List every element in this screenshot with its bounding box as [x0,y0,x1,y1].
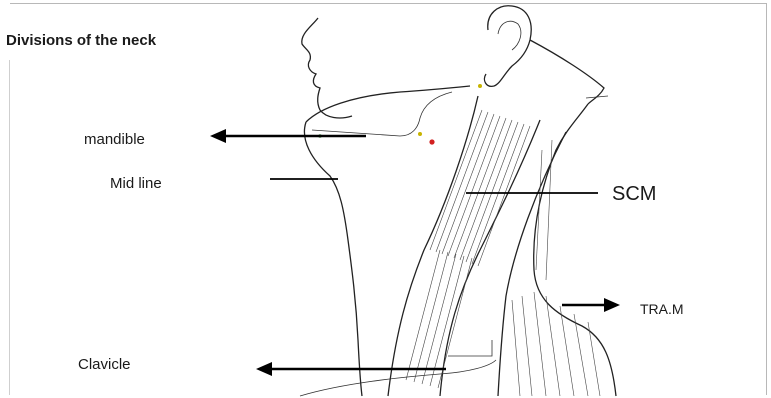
tram-arrowhead [604,298,620,312]
label-mid-line: Mid line [110,175,162,192]
label-clavicle: Clavicle [78,356,131,373]
trapezius-front-edge [498,132,566,396]
mandible-inner [312,92,452,136]
back-neck-line [534,104,616,396]
label-scm: SCM [612,183,656,206]
diagram-title: Divisions of the neck [6,32,156,49]
marker-yellow-dot [418,132,422,136]
front-neck-line [304,122,362,396]
label-tra-m: TRA.M [640,301,684,317]
clavicle-arrowhead [256,362,272,376]
occiput-outline [530,40,604,104]
ear-inner [498,21,521,50]
label-mandible: mandible [84,131,145,148]
trapezius-fibres [512,140,600,396]
clavicle-inner [448,340,492,356]
face-profile [302,18,352,118]
mandible-arrowhead [210,129,226,143]
marker-yellow-dot-upper [478,84,482,88]
ear-outline [484,6,531,87]
clavicle-outline [300,360,496,396]
marker-red-dot [429,139,434,144]
